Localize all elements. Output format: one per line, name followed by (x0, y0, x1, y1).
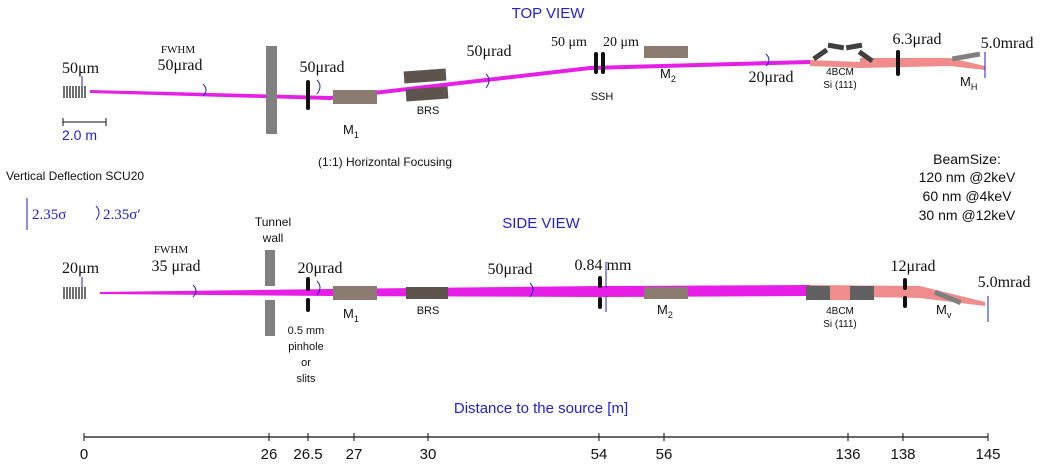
axis-tick-label: 0 (80, 446, 88, 463)
top-m1-mirror (333, 90, 377, 104)
side-m1-label: M1 (343, 306, 359, 324)
horizontal-focusing-label: (1:1) Horizontal Focusing (318, 155, 452, 169)
vertical-deflection-label: Vertical Deflection SCU20 (6, 169, 144, 183)
top-ssh-right-size: 20 μm (603, 35, 639, 50)
axis-tick-label: 54 (591, 446, 608, 463)
top-brs-label: BRS (417, 105, 440, 117)
top-si111-label: Si (111) (823, 80, 857, 91)
side-mid-arrow-icon (529, 282, 534, 298)
axis-tick-label: 26.5 (293, 446, 322, 463)
top-brs (403, 68, 449, 102)
side-slit-upper (903, 278, 907, 290)
side-source-hatch (63, 287, 86, 299)
side-wall-upper (265, 250, 275, 286)
side-4bcm (806, 286, 874, 300)
top-m2-mirror (644, 46, 688, 58)
side-wall-lower (265, 300, 275, 336)
top-ssh-right (601, 52, 605, 74)
axis-tick-label: 56 (656, 446, 673, 463)
side-ssh-lower (598, 297, 602, 309)
axis-tick-label: 138 (890, 446, 915, 463)
axis-ticks: 0 26 26.5 27 30 54 56 136 138 145 (80, 433, 1001, 463)
top-aperture (306, 80, 310, 110)
pinhole-note-4: slits (297, 373, 316, 385)
axis-tick-label: 27 (346, 446, 363, 463)
top-4bcm-label: 4BCM (826, 67, 854, 78)
pinhole-note-3: or (301, 357, 311, 369)
axis-tick-label: 30 (420, 446, 437, 463)
top-ssh-left-size: 50 μm (551, 35, 587, 50)
side-slit-divergence: 12μrad (890, 258, 935, 275)
wall-label: wall (262, 231, 284, 245)
side-ssh-size: 0.84 mm (575, 257, 632, 274)
beamsize-line-2: 60 nm @4keV (923, 188, 1013, 204)
side-fwhm-value: 35 μrad (151, 258, 200, 275)
top-beam (90, 58, 985, 100)
side-4bcm-label: 4BCM (826, 306, 854, 317)
pinhole-note-2: pinhole (288, 341, 323, 353)
top-mh-label: MH (960, 74, 977, 92)
side-mv-mirror (933, 289, 962, 306)
axis-tick-label: 136 (835, 446, 860, 463)
side-brs (406, 287, 448, 299)
top-aperture-divergence: 50μrad (299, 59, 344, 76)
side-m1-mirror (333, 286, 377, 300)
tunnel-label: Tunnel (255, 215, 291, 229)
axis-tick-label: 145 (975, 446, 1000, 463)
top-source-hatch (63, 86, 86, 98)
top-mid-arrow-icon (485, 73, 490, 89)
beamsize-line-3: 30 nm @12keV (919, 207, 1016, 223)
axis-title: Distance to the source [m] (454, 400, 628, 417)
top-fwhm-arrow-icon (202, 83, 207, 97)
side-fwhm-arrow-icon (192, 284, 197, 298)
side-si111-label: Si (111) (823, 319, 857, 330)
top-slit-divergence: 6.3μrad (892, 31, 941, 48)
side-pinhole-lower (306, 298, 310, 312)
top-ssh-label: SSH (591, 91, 614, 103)
sigma-label: 2.35σ (32, 207, 66, 223)
top-4bcm (812, 42, 874, 64)
top-post-m2-arrow-icon (765, 53, 770, 67)
side-m2-label: M2 (657, 302, 673, 320)
side-brs-label: BRS (417, 305, 440, 317)
side-slit-lower (903, 296, 907, 308)
side-source-size: 20μm (62, 260, 100, 277)
top-fwhm-value: 50μrad (157, 57, 202, 74)
pinhole-note-1: 0.5 mm (288, 325, 325, 337)
side-pinhole-divergence: 20μrad (297, 260, 342, 277)
top-slit-end (896, 50, 900, 76)
top-source-size: 50μm (62, 60, 100, 77)
top-m1-label: M1 (343, 122, 359, 140)
top-mid-divergence: 50μrad (466, 43, 511, 60)
top-aperture-arrow-icon (316, 79, 321, 95)
top-m2-label: M2 (660, 66, 676, 84)
top-mh-mirror (951, 51, 981, 62)
side-mid-divergence: 50μrad (487, 261, 532, 278)
side-pinhole-arrow-icon (316, 280, 321, 296)
top-end-divergence: 5.0mrad (981, 35, 1034, 52)
side-end-divergence: 5.0mrad (978, 274, 1031, 291)
top-fwhm-label: FWHM (161, 44, 195, 56)
top-post-m2-divergence: 20μrad (748, 69, 793, 86)
sigma-prime-label: 2.35σ′ (103, 207, 141, 223)
sigma-prime-arrow-icon (95, 205, 100, 221)
top-view-title: TOP VIEW (512, 5, 586, 22)
beamsize-line-1: 120 nm @2keV (919, 169, 1016, 185)
scale-bar-label: 2.0 m (62, 127, 97, 143)
top-ssh-left (594, 52, 598, 74)
axis-tick-label: 26 (261, 446, 278, 463)
top-tunnel-wall (266, 46, 277, 134)
side-m2-mirror (644, 287, 688, 299)
side-mv-label: Mv (936, 302, 952, 320)
side-fwhm-label: FWHM (154, 244, 188, 256)
side-ssh-upper (598, 276, 602, 288)
beamsize-title: BeamSize: (933, 151, 1001, 167)
side-view-title: SIDE VIEW (502, 215, 580, 232)
side-pinhole-upper (306, 277, 310, 291)
